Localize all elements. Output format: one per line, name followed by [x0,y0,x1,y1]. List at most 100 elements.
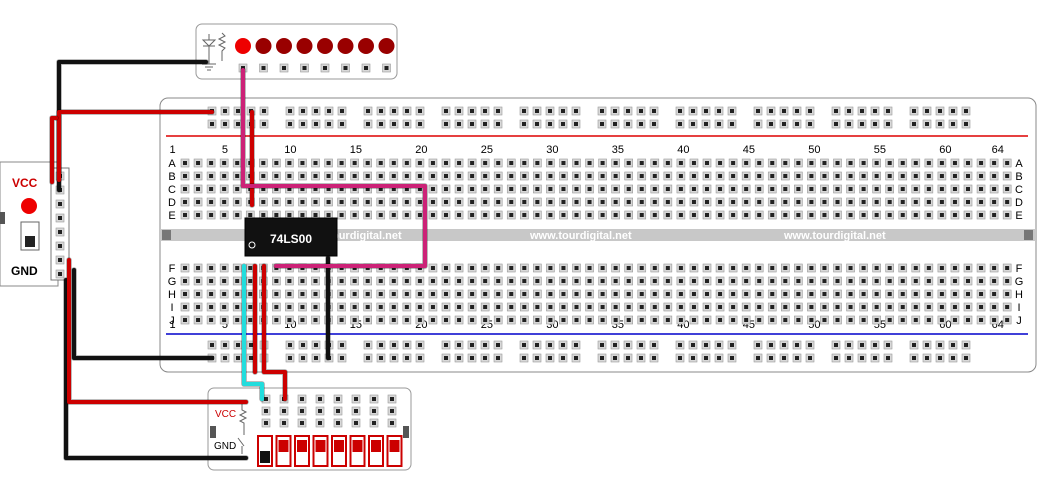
hole-center [770,200,775,204]
hole-center [770,318,775,322]
hole-center [691,266,696,270]
hole-center [952,161,957,165]
hole-center [313,174,318,178]
hole-center [313,213,318,217]
hole-center [548,200,553,204]
hole-center [470,343,474,347]
hole-center [561,187,566,191]
hole-center [874,279,879,283]
hole-center [483,187,488,191]
hole-center [274,279,279,283]
hole-center [887,266,892,270]
hole-center [796,279,801,283]
hole-center [183,266,187,270]
hole-center [887,305,892,309]
hole-center [874,213,879,217]
hole-center [1005,213,1010,217]
hole-center [223,122,227,126]
hole-center [339,292,344,296]
hole-center [639,266,644,270]
hole-center [274,200,279,204]
hole-center [318,421,322,425]
hole-center [705,213,709,217]
hole-center [678,174,683,178]
hole-center [379,109,383,113]
hole-center [874,187,879,191]
hole-center [340,109,344,113]
hole-center [718,279,723,283]
hole-center [314,109,318,113]
hole-center [900,174,905,178]
hole-center [926,200,931,204]
hole-center [340,122,344,126]
hole-center [613,187,618,191]
hole-center [665,174,670,178]
hole-center [770,305,775,309]
hole-center [574,109,578,113]
hole-center [444,200,448,204]
hole-center [992,305,997,309]
divider-end [1024,230,1033,240]
hole-center [744,318,749,322]
hole-center [757,292,762,296]
hole-center [483,305,488,309]
hole-center [318,397,322,401]
hole-center [835,305,840,309]
hole-center [236,356,240,360]
hole-center [613,305,618,309]
hole-center [209,200,214,204]
hole-center [718,266,723,270]
hole-center [282,66,286,70]
chip-notch [248,241,256,249]
wire-red [50,116,58,184]
hole-center [352,200,357,204]
hole-center [354,421,358,425]
hole-center [372,421,376,425]
hole-center [326,200,331,204]
hole-center [548,174,553,178]
led-indicator [276,38,292,54]
hole-center [209,305,214,309]
hole-center [796,318,801,322]
hole-center [58,216,62,220]
hole-center [705,187,709,191]
hole-center [926,213,931,217]
hole-center [444,292,448,296]
hole-center [496,292,501,296]
hole-center [691,292,696,296]
hole-center [483,161,488,165]
hole-center [548,213,553,217]
hole-center [795,109,799,113]
column-number-top: 20 [415,144,427,156]
hole-center [626,356,630,360]
column-number-top: 40 [677,144,689,156]
hole-center [808,343,812,347]
hole-center [223,343,227,347]
hole-center [287,187,292,191]
hole-center [887,292,892,296]
hole-center [336,409,340,413]
hole-center [404,174,409,178]
hole-center [626,213,631,217]
hole-center [652,318,657,322]
hole-center [757,161,762,165]
hole-center [613,318,618,322]
hole-center [926,279,931,283]
hole-center [873,356,877,360]
hole-center [418,109,422,113]
hole-center [835,292,840,296]
hole-center [196,318,201,322]
hole-center [430,161,435,165]
hole-center [756,122,760,126]
hole-center [770,213,775,217]
hole-center [678,122,682,126]
hole-center [574,213,579,217]
hole-center [744,161,749,165]
hole-center [183,279,187,283]
hole-center [835,200,840,204]
hole-center [535,292,540,296]
hole-center [378,305,383,309]
row-letter-left: B [168,171,175,183]
hole-center [835,279,840,283]
hole-center [249,343,253,347]
